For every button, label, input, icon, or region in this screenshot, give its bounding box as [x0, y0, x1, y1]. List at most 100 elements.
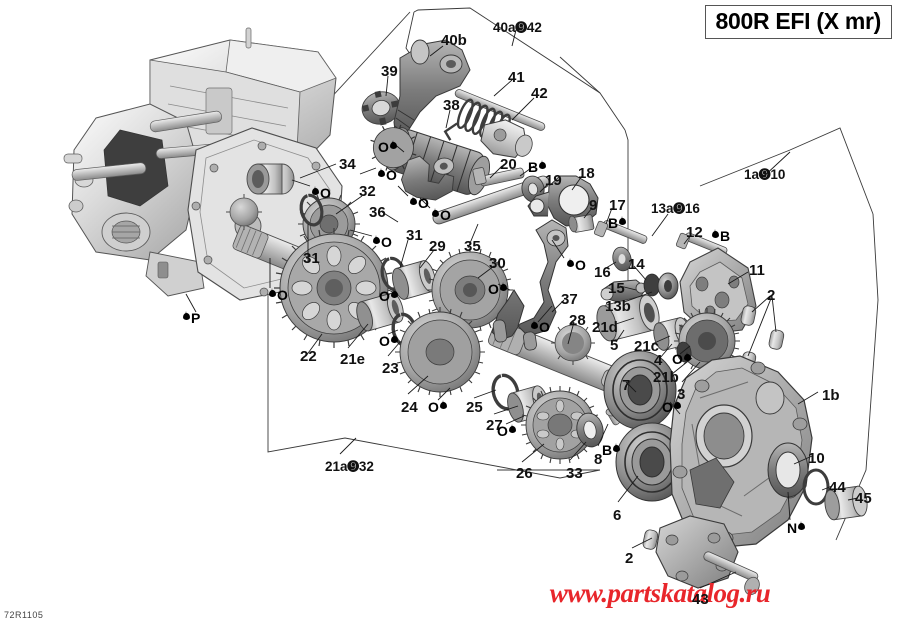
lube-marker-o: O: [377, 168, 397, 182]
lube-marker-b: B: [602, 443, 621, 457]
callout-14: 14: [628, 256, 645, 273]
callout-29: 29: [429, 238, 446, 255]
lube-marker-letter: O: [378, 139, 389, 155]
callout-18: 18: [578, 165, 595, 182]
oil-drop-icon: [612, 443, 621, 457]
part-15-link: [600, 279, 647, 303]
callout-38: 38: [443, 97, 460, 114]
callout-10: 10: [808, 450, 825, 467]
callout-4: 4: [654, 352, 663, 369]
part-13b-collar: [657, 272, 679, 300]
oil-drop-icon: [182, 311, 191, 325]
part-20-bolt: [472, 167, 525, 187]
callout-2: 2: [767, 287, 776, 304]
callout-24: 24: [401, 399, 418, 416]
lube-marker-o: O: [431, 208, 451, 222]
callout-26: 26: [516, 465, 533, 482]
lube-marker-letter: O: [418, 195, 429, 211]
model-title-box: 800R EFI (X mr): [704, 5, 892, 39]
part-44-o-ring: [802, 468, 830, 506]
callout-33: 33: [566, 465, 583, 482]
lube-marker-o: O: [311, 186, 331, 200]
part-17-bolt: [593, 220, 648, 244]
oil-drop-icon: [499, 282, 508, 296]
lube-marker-n: N: [787, 521, 806, 535]
part-34-bushing: [246, 163, 295, 195]
lube-marker-letter: O: [672, 351, 683, 367]
lube-marker-letter: O: [440, 207, 451, 223]
callout-6: 6: [613, 507, 622, 524]
part-33-washer: [576, 412, 604, 448]
part-42-bracket: [480, 119, 533, 159]
callout-43: 43: [692, 591, 709, 608]
lube-leader-lines: [185, 141, 791, 521]
callout-11: 11: [749, 262, 765, 279]
lube-marker-letter: O: [488, 281, 499, 297]
callout-21c: 21c: [634, 338, 660, 355]
oil-drop-icon: [673, 400, 682, 414]
callout-36: 36: [369, 204, 386, 221]
lube-marker-letter: O: [662, 399, 673, 415]
sheet-code: 72R1105: [4, 610, 44, 620]
part-7-bearing: [603, 350, 677, 430]
callout-1a-10: 1a➒10: [744, 167, 786, 182]
oil-drop-icon: [439, 400, 448, 414]
part-9-bushing: [568, 214, 595, 233]
lube-marker-b: B: [711, 229, 730, 243]
lube-marker-letter: O: [381, 234, 392, 250]
callout-31: 31: [303, 250, 320, 267]
oil-drop-icon: [409, 196, 418, 210]
site-watermark: www.partskatalog.ru: [549, 578, 771, 608]
callout-8: 8: [594, 451, 603, 468]
callout-35: 35: [464, 238, 481, 255]
callout-21d: 21d: [592, 319, 618, 336]
callout-12: 12: [686, 224, 703, 241]
callout-44: 44: [829, 479, 846, 496]
callout-2: 2: [625, 550, 634, 567]
callout-19: 19: [545, 172, 562, 189]
callout-39: 39: [381, 63, 398, 80]
oil-drop-icon: [797, 521, 806, 535]
lube-marker-letter: O: [386, 167, 397, 183]
oil-drop-icon: [683, 352, 692, 366]
callout-3: 3: [677, 386, 686, 403]
callout-1b: 1b: [822, 387, 840, 404]
part-41-42-detent-shaft: [443, 89, 546, 159]
lube-marker-letter: O: [575, 257, 586, 273]
callout-21b: 21b: [653, 369, 679, 386]
callout-23: 23: [382, 360, 399, 377]
oil-drop-icon: [377, 168, 386, 182]
callout-45: 45: [855, 490, 872, 507]
lube-marker-o: O: [379, 289, 399, 303]
callout-42: 42: [531, 85, 548, 102]
lube-marker-letter: O: [379, 288, 390, 304]
lube-marker-letter: O: [497, 423, 508, 439]
part-21e-bushing: [356, 292, 404, 332]
oil-drop-icon: [390, 289, 399, 303]
lube-marker-o: O: [662, 400, 682, 414]
part-45-bushing: [824, 485, 868, 521]
callout-5: 5: [610, 337, 619, 354]
oil-drop-icon: [268, 288, 277, 302]
part-26-gear: [521, 386, 599, 464]
lube-marker-letter: O: [320, 185, 331, 201]
lube-marker-letter: O: [539, 319, 550, 335]
lube-marker-o: O: [268, 288, 288, 302]
oil-drop-icon: [372, 235, 381, 249]
part-1b-gearbox-cover: [669, 355, 813, 549]
lube-marker-letter: O: [379, 333, 390, 349]
part-31-circlip-a: [299, 193, 324, 227]
part-10-oil-seal: [767, 442, 809, 498]
lube-marker-p: P: [182, 311, 200, 325]
callout-32: 32: [359, 183, 376, 200]
callout-27: 27: [486, 417, 503, 434]
part-39-index-plate: [361, 90, 401, 126]
callout-40a-42: 40a➒42: [493, 20, 542, 35]
lube-marker-letter: B: [608, 215, 619, 231]
lube-marker-o: O: [372, 235, 392, 249]
part-2-dowel-bottom: [642, 529, 659, 550]
lube-marker-o: O: [379, 334, 399, 348]
callout-34: 34: [339, 156, 356, 173]
